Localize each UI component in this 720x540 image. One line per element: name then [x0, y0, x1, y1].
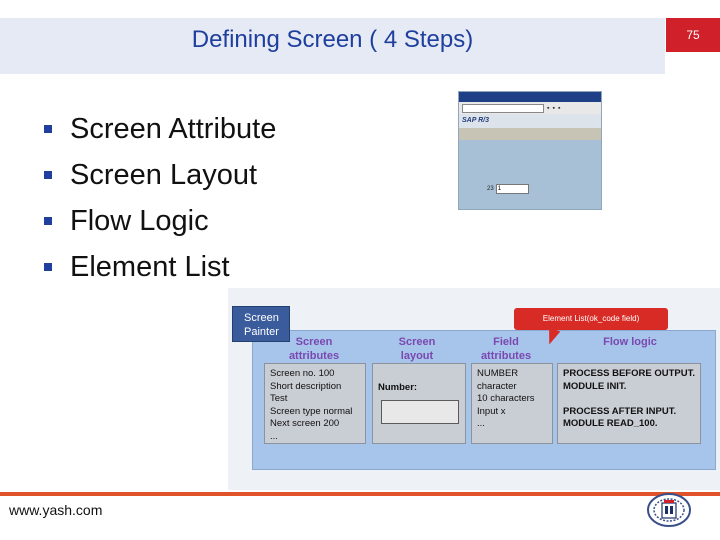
tab-field-attributes[interactable]: Field attributes — [476, 335, 536, 363]
field-attribute-line: 10 characters — [477, 393, 535, 404]
flow-logic-line — [563, 393, 695, 406]
sap-command-field[interactable] — [462, 103, 544, 113]
sap-toolbar-icon[interactable]: ▪ — [547, 104, 550, 112]
square-bullet-icon — [44, 217, 52, 225]
tab-screen-attributes[interactable]: Screen attributes — [284, 335, 344, 363]
bullet-text: Screen Layout — [70, 158, 258, 191]
footer-divider — [0, 492, 720, 496]
bullet-list: Screen Attribute Screen Layout Flow Logi… — [44, 106, 276, 290]
sap-number-field: 23 1 — [487, 184, 529, 194]
screen-attributes-box: Screen no. 100 Short description Test Sc… — [264, 363, 366, 444]
title-band — [0, 18, 665, 74]
field-attribute-line: Input x — [477, 405, 506, 417]
square-bullet-icon — [44, 263, 52, 271]
layout-number-label: Number: — [378, 382, 418, 393]
tab-label-line: Screen — [295, 336, 333, 348]
tab-screen-layout[interactable]: Screen layout — [388, 335, 446, 363]
sap-field-label: 23 — [487, 186, 494, 192]
bullet-item: Element List — [44, 244, 276, 290]
tab-label-line: layout — [400, 350, 434, 362]
square-bullet-icon — [44, 171, 52, 179]
bullet-item: Screen Attribute — [44, 106, 276, 152]
sap-toolbar-icon[interactable]: ▪ — [552, 104, 555, 112]
page-number: 75 — [666, 18, 720, 52]
sap-toolbar: ▪ ▪ ▪ — [459, 102, 601, 114]
bullet-text: Flow Logic — [70, 204, 209, 237]
field-attribute-line: ... — [477, 418, 485, 429]
company-emblem-icon — [647, 493, 691, 527]
field-attribute-line: NUMBER — [477, 368, 519, 379]
attribute-line: Screen type normal — [270, 405, 353, 417]
attribute-line: ... — [270, 430, 278, 442]
attribute-line: Next screen 200 — [270, 418, 340, 429]
flow-logic-line: PROCESS BEFORE OUTPUT. — [563, 368, 695, 379]
layout-number-input[interactable] — [381, 400, 459, 424]
attribute-line: Short description — [270, 380, 342, 392]
painter-button-line: Screen — [244, 312, 279, 324]
slide-title: Defining Screen ( 4 Steps) — [191, 26, 474, 53]
sap-toolbar-icon[interactable]: ▪ — [557, 104, 561, 112]
tab-label-line: attributes — [288, 350, 340, 362]
sap-title-bar — [459, 92, 601, 102]
tab-label-line: attributes — [480, 350, 532, 362]
field-attribute-line: character — [477, 380, 517, 392]
field-attributes-box: NUMBER character 10 characters Input x .… — [471, 363, 553, 444]
screen-painter-button[interactable]: Screen Painter — [232, 306, 290, 342]
tab-flow-logic[interactable]: Flow logic — [603, 336, 657, 348]
attribute-line: Test — [270, 393, 288, 404]
flow-logic-line: MODULE READ_100. — [563, 418, 658, 429]
tab-label-line: Field — [493, 336, 519, 348]
element-list-callout: Element List(ok_code field) — [514, 308, 668, 330]
sap-app-toolbar — [459, 128, 601, 140]
attribute-line: Screen no. 100 — [270, 368, 335, 379]
flow-logic-line: MODULE INIT. — [563, 380, 627, 392]
footer-url: www.yash.com — [9, 502, 103, 518]
sap-window-screenshot: ▪ ▪ ▪ SAP R/3 23 1 — [458, 91, 602, 210]
bullet-text: Screen Attribute — [70, 112, 277, 145]
flow-logic-line: PROCESS AFTER INPUT. — [563, 405, 677, 417]
sap-logo: SAP R/3 — [459, 114, 601, 128]
square-bullet-icon — [44, 125, 52, 133]
flow-logic-box: PROCESS BEFORE OUTPUT. MODULE INIT. PROC… — [557, 363, 701, 444]
painter-button-line: Painter — [244, 326, 279, 338]
tab-label-line: Screen — [398, 336, 436, 348]
bullet-text: Element List — [70, 250, 230, 283]
bullet-item: Flow Logic — [44, 198, 276, 244]
bullet-item: Screen Layout — [44, 152, 276, 198]
sap-field-input[interactable]: 1 — [495, 184, 529, 194]
